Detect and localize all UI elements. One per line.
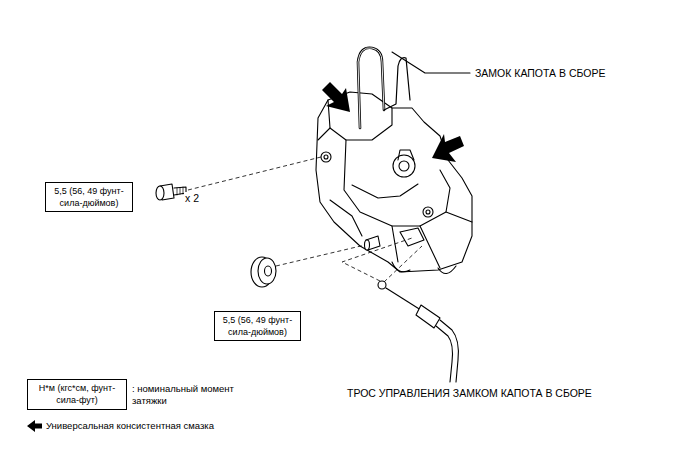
lock-body <box>316 92 472 272</box>
torque-box: 5,5 (56, 49 фунт-сила-дюймов) <box>214 311 301 341</box>
assembly-line <box>276 245 365 266</box>
cable-end <box>378 281 386 289</box>
legend-arrow <box>27 420 42 432</box>
lock-edge <box>446 212 472 222</box>
grease-arrow <box>322 82 350 112</box>
bolt-hole <box>321 152 331 162</box>
torque-value: 5,5 (56, 49 фунт-сила-дюймов) <box>49 185 129 209</box>
quantity: x 2 <box>184 192 200 205</box>
assembly-line <box>188 157 321 190</box>
torque-value: Н*м (кгс*см, фунт-сила-фут) <box>31 382 123 406</box>
lock-edge <box>352 184 418 198</box>
lock-edge <box>330 200 362 236</box>
nut <box>258 258 276 284</box>
torque-box: 5,5 (56, 49 фунт-сила-дюймов) <box>45 182 133 212</box>
part-name: ЗАМОК КАПОТА В СБОРЕ <box>474 67 606 80</box>
assembly-line <box>342 238 412 281</box>
lock-foot <box>392 262 456 274</box>
bolt-hole <box>426 210 430 214</box>
part-name: ТРОС УПРАВЛЕНИЯ ЗАМКОМ КАПОТА В СБОРЕ <box>346 387 593 400</box>
bolt-hole <box>324 155 328 159</box>
cable-sleeve <box>416 305 440 328</box>
lock-edge <box>392 226 440 268</box>
cable-housing <box>436 326 453 382</box>
latch-lever <box>398 150 414 160</box>
torque-box: Н*м (кгс*см, фунт-сила-фут) <box>27 379 127 410</box>
latch-pivot <box>399 161 409 171</box>
stud <box>365 240 370 250</box>
bolt-thread <box>177 187 183 195</box>
bolt-head <box>156 186 164 200</box>
hood-lock-hook <box>358 48 384 128</box>
assembly-line <box>384 246 422 282</box>
nut-hole <box>265 266 272 276</box>
latch-pivot <box>393 155 415 177</box>
legend-text: Универсальная консистентная смазка <box>46 420 214 432</box>
legend-note: : номинальный момент затяжки <box>131 383 245 407</box>
hood-lock-hook <box>358 48 384 128</box>
torque-value: 5,5 (56, 49 фунт-сила-дюймов) <box>218 314 297 338</box>
cable-bracket <box>400 228 424 246</box>
cable <box>386 288 424 312</box>
bolt-hole <box>423 207 433 217</box>
lock-edge <box>318 128 330 140</box>
grease-arrow <box>432 134 464 162</box>
hood-lock-hook <box>384 58 410 110</box>
cable-housing <box>440 320 458 382</box>
lock-plate-edge <box>344 140 450 226</box>
leader-line <box>392 52 470 73</box>
